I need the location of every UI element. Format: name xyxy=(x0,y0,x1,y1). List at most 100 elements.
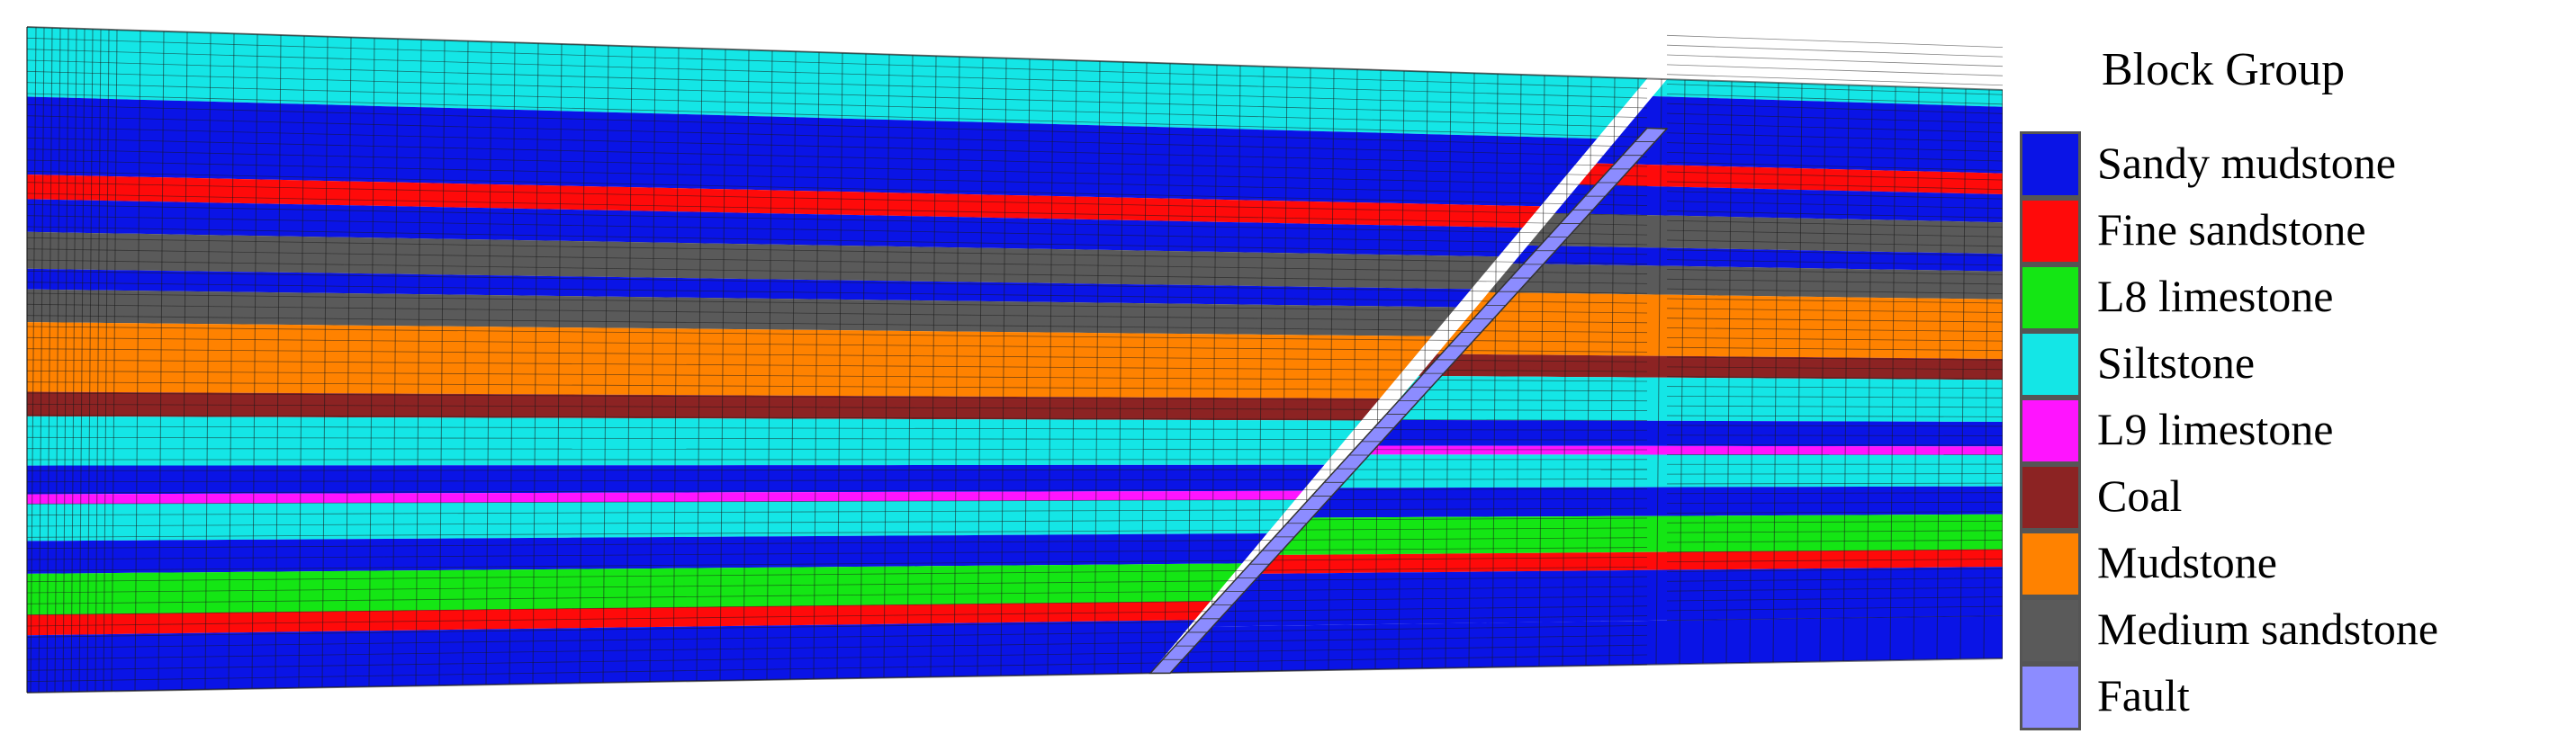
mesh-line xyxy=(26,126,1648,167)
mesh-line xyxy=(26,415,1648,421)
mesh-line xyxy=(26,49,1648,99)
mesh-line xyxy=(26,192,1648,226)
mesh-line xyxy=(26,507,1648,516)
mesh-line xyxy=(26,282,1648,304)
legend-swatch xyxy=(2020,464,2081,531)
mesh-line xyxy=(26,270,1648,294)
legend-swatch xyxy=(2020,531,2081,597)
legend-swatch xyxy=(2020,198,2081,264)
stratum-layer xyxy=(27,96,1647,217)
legend-swatch xyxy=(2020,264,2081,331)
mesh-line xyxy=(26,517,1648,527)
mesh-line xyxy=(1666,288,2003,294)
mesh-line xyxy=(26,497,1648,505)
mesh-line xyxy=(26,392,1648,402)
mesh-line xyxy=(26,488,1648,494)
mesh-line xyxy=(1666,54,2003,67)
mesh-line xyxy=(26,336,1648,353)
legend-label: Siltstone xyxy=(2097,337,2256,388)
mesh-line xyxy=(1666,395,2003,398)
mesh-line xyxy=(1666,34,2003,48)
mesh-line xyxy=(26,634,1648,660)
mesh-line xyxy=(1936,87,1943,660)
mesh-line xyxy=(26,70,1648,119)
mesh-line xyxy=(26,348,1648,363)
mesh-line xyxy=(1666,239,2003,247)
mesh-line xyxy=(26,26,2003,91)
mesh-line xyxy=(1666,278,2003,285)
legend-label: L9 limestone xyxy=(2097,404,2334,454)
mesh-line xyxy=(1655,78,1662,665)
legend-item: Medium sandstone xyxy=(2020,597,2560,664)
mesh-line xyxy=(26,469,1648,471)
mesh-line xyxy=(1866,85,1873,661)
mesh-line xyxy=(1666,249,2003,256)
legend-swatch xyxy=(2020,597,2081,664)
mesh-line xyxy=(1666,501,2003,505)
mesh-line xyxy=(1666,559,2003,563)
mesh-line xyxy=(26,359,1648,372)
mesh-line xyxy=(26,595,1648,616)
mesh-line xyxy=(1666,84,2003,95)
mesh-line xyxy=(1666,386,2003,389)
mesh-line xyxy=(1666,112,2003,124)
mesh-line xyxy=(1666,482,2003,485)
mesh-line xyxy=(1666,530,2003,533)
mesh-line xyxy=(1666,327,2003,332)
stratum-layer xyxy=(27,175,1647,237)
legend-item: Sandy mudstone xyxy=(2020,131,2560,198)
mesh-line xyxy=(1666,605,2003,612)
mesh-line xyxy=(26,315,1648,334)
mesh-line xyxy=(1666,219,2003,228)
mesh-line xyxy=(1666,615,2003,622)
mesh-line xyxy=(1666,298,2003,304)
mesh-line xyxy=(26,115,1648,157)
stratum-layer xyxy=(1170,444,2003,455)
mesh-line xyxy=(26,215,1648,246)
mesh-line xyxy=(26,537,1648,550)
mesh-line xyxy=(26,576,1648,594)
mesh-line xyxy=(1702,80,1709,664)
mesh-line xyxy=(26,248,1648,274)
mesh-line xyxy=(1666,161,2003,171)
mesh-line xyxy=(26,170,1648,206)
mesh-line xyxy=(1666,44,2003,58)
mesh-line xyxy=(1666,64,2003,76)
stratum-layer xyxy=(1170,416,2003,447)
mesh-line xyxy=(26,182,1648,216)
mesh-line xyxy=(1679,79,1686,665)
mesh-line xyxy=(1666,376,2003,380)
mesh-line xyxy=(26,237,1648,265)
mesh-line xyxy=(26,148,1648,187)
mesh-line xyxy=(26,479,1648,483)
mesh-line xyxy=(1889,86,1896,661)
mesh-line xyxy=(26,586,1648,604)
mesh-line xyxy=(26,381,1648,392)
legend-item: Fault xyxy=(2020,664,2560,730)
mesh-line xyxy=(1666,93,2003,105)
legend-label: Fault xyxy=(2097,670,2190,721)
mesh-line xyxy=(1666,586,2003,592)
mesh-line xyxy=(26,82,1648,129)
legend-item: L8 limestone xyxy=(2020,264,2560,331)
mesh-line xyxy=(1666,318,2003,323)
legend-label: Medium sandstone xyxy=(2097,604,2439,654)
mesh-line xyxy=(26,605,1648,627)
mesh-line xyxy=(1666,229,2003,237)
mesh-line xyxy=(26,37,1648,89)
legend-label: Mudstone xyxy=(2097,537,2277,587)
mesh-line xyxy=(26,557,1648,571)
legend-title: Block Group xyxy=(2102,44,2346,95)
stratum-layer xyxy=(1170,514,2003,565)
mesh-line xyxy=(26,527,1648,538)
stratum-layer xyxy=(1170,567,2003,643)
legend-swatch xyxy=(2020,398,2081,464)
mesh-line xyxy=(1666,511,2003,514)
legend-swatch xyxy=(2020,331,2081,398)
mesh-line xyxy=(1666,181,2003,190)
mesh-line xyxy=(1666,405,2003,408)
mesh-line xyxy=(1666,434,2003,436)
mesh-line xyxy=(26,370,1648,382)
mesh-line xyxy=(26,403,1648,411)
mesh-grid xyxy=(26,26,2003,694)
